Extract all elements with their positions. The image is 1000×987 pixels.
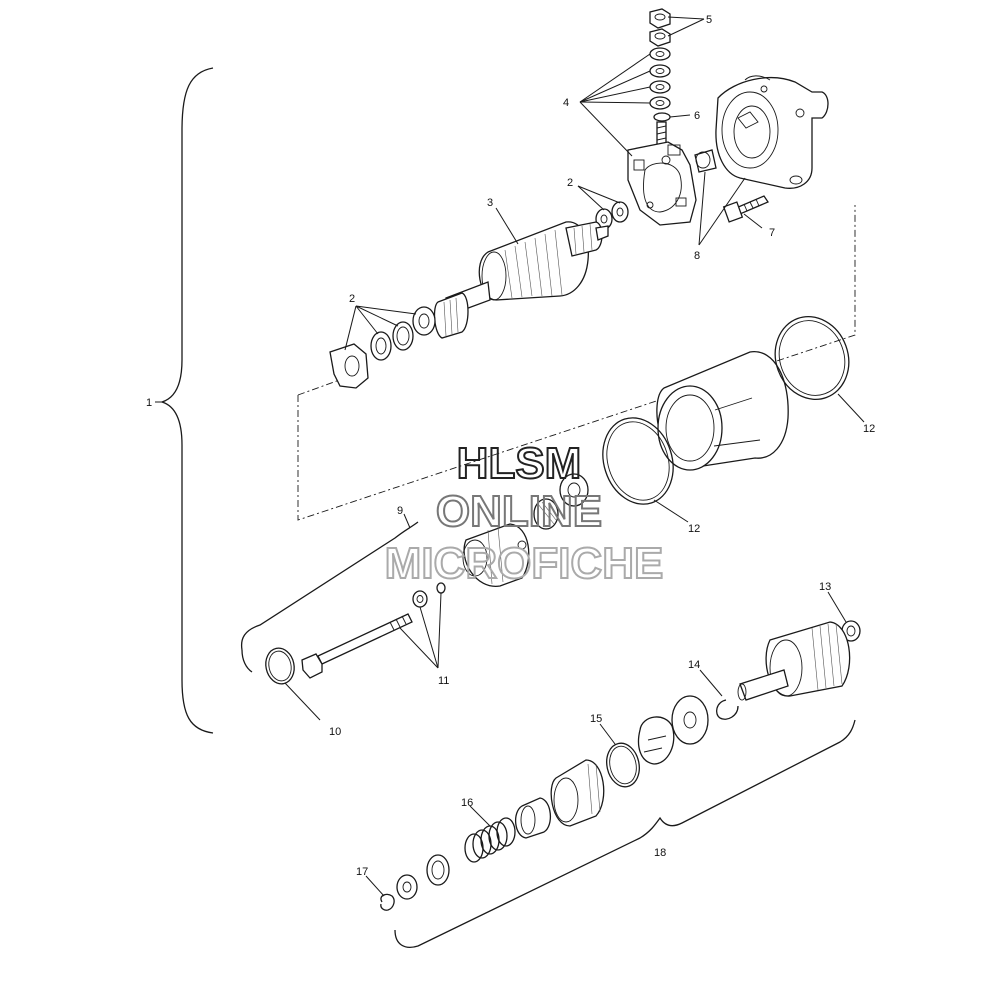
callout-7: 7 — [769, 227, 775, 239]
ring-part-15 — [606, 742, 640, 788]
callout-12-lower: 12 — [688, 523, 700, 535]
callout-9: 9 — [397, 505, 403, 517]
o-ring-part-12-upper — [774, 316, 850, 400]
callout-2-lower: 2 — [349, 293, 355, 305]
callout-10: 10 — [329, 726, 341, 738]
callout-1: 1 — [146, 397, 152, 409]
o-ring-part-10 — [265, 647, 295, 685]
callout-4: 4 — [563, 97, 569, 109]
through-bolt-part-11 — [301, 582, 446, 679]
watermark-line-2: ONLINE — [436, 487, 602, 536]
callout-15: 15 — [590, 713, 602, 725]
watermark: HLSM ONLINE MICROFICHE — [384, 438, 665, 589]
callout-6: 6 — [694, 110, 700, 122]
collar — [515, 797, 551, 839]
callout-18: 18 — [654, 847, 666, 859]
washer-part-2-lower — [370, 306, 436, 361]
circlip-part-17 — [380, 893, 395, 911]
o-ring-part-6 — [653, 112, 671, 122]
callout-3: 3 — [487, 197, 493, 209]
callout-16: 16 — [461, 797, 473, 809]
callout-17: 17 — [356, 866, 368, 878]
stop-washer — [396, 874, 418, 900]
callout-8: 8 — [694, 250, 700, 262]
screw-part-7 — [722, 195, 769, 223]
assembly-brace — [159, 67, 214, 734]
o-ring-part-10-inner — [268, 650, 292, 682]
spring-part-16 — [464, 817, 516, 863]
bushing-part-8 — [694, 149, 717, 173]
phantom-outline-upper — [297, 205, 856, 521]
bracket-group-9 — [240, 521, 419, 651]
split-collar — [637, 716, 675, 765]
callout-11: 11 — [438, 675, 449, 687]
drive-housing — [462, 523, 530, 587]
washer-stack-part-4 — [649, 47, 671, 110]
pinion-clutch — [550, 759, 605, 827]
callout-13: 13 — [819, 581, 831, 593]
brush-plate — [627, 141, 697, 226]
armature-part-3 — [433, 221, 609, 339]
callout-14: 14 — [688, 659, 700, 671]
drive-shaft-gear — [737, 621, 851, 701]
callout-12-upper: 12 — [863, 423, 875, 435]
o-ring-part-12-upper-inner — [778, 320, 846, 396]
o-ring-part-12-lower — [602, 417, 674, 505]
callout-5: 5 — [706, 14, 712, 26]
end-housing — [715, 75, 829, 189]
watermark-line-3: MICROFICHE — [385, 539, 664, 588]
yoke-field-frame — [656, 351, 789, 471]
thrust-washer — [671, 695, 709, 745]
washer-part-2-upper — [595, 201, 629, 230]
nut-part-5 — [649, 8, 671, 47]
watermark-line-1: HLSM — [457, 439, 582, 488]
bracket-group-9-tail — [241, 649, 253, 673]
snap-ring-part-14 — [715, 699, 739, 720]
bearing-part-9 — [533, 473, 589, 530]
ring-part-15-inner — [609, 745, 637, 785]
bracket-group-18 — [394, 719, 856, 948]
o-ring-part-12-lower-inner — [606, 421, 670, 501]
callout-2-upper: 2 — [567, 177, 573, 189]
spacer — [426, 854, 450, 886]
leader-lines — [155, 16, 865, 897]
thrust-plate — [329, 343, 369, 389]
